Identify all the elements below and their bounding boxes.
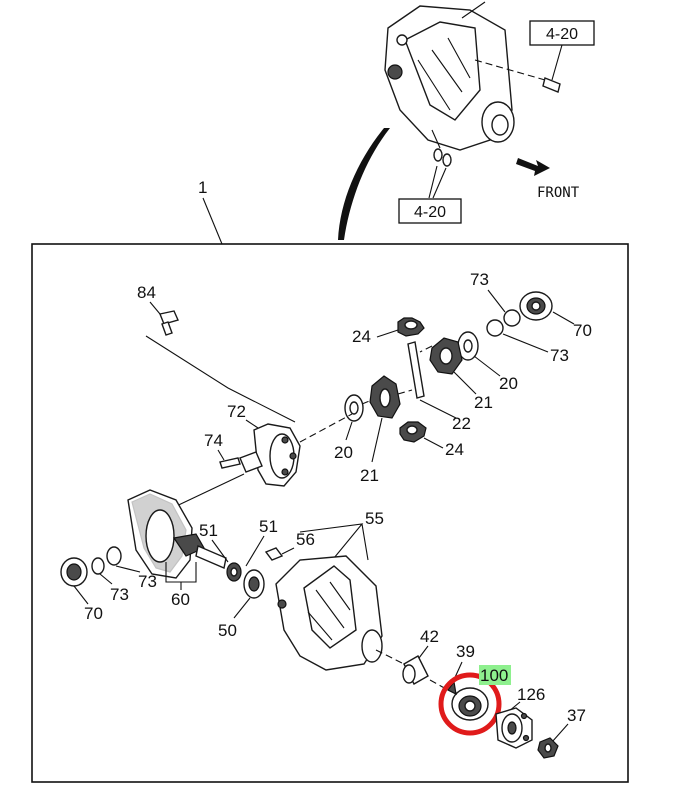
callout-51-left: 51 [199, 521, 218, 540]
callout-70-left: 70 [84, 604, 103, 623]
part-21-side-gear-middle [369, 375, 401, 419]
callout-73-left-upper: 73 [138, 572, 157, 591]
highlight-circle [438, 672, 502, 736]
front-label: FRONT [537, 185, 580, 201]
callout-22: 22 [452, 414, 471, 433]
part-73-shim-left-inner [106, 546, 122, 566]
callout-72: 72 [227, 402, 246, 421]
callout-24-top: 24 [352, 327, 371, 346]
part-56-bolt [264, 547, 284, 561]
callout-56: 56 [296, 530, 315, 549]
ref-box-4-20-bottom: 4-20 [398, 198, 462, 224]
ref-label-4-20-top: 4-20 [546, 26, 578, 43]
part-73-shim-left-outer [91, 557, 105, 575]
differential-assembly-overview [384, 1, 561, 151]
callout-126: 126 [517, 685, 545, 704]
callout-21-right: 21 [474, 393, 493, 412]
callout-70-top-right: 70 [573, 321, 592, 340]
part-51-collar [226, 562, 242, 582]
callout-51-right: 51 [259, 517, 278, 536]
part-20-thrust-washer-middle [344, 394, 364, 422]
callout-73-left-lower: 73 [110, 585, 129, 604]
part-37-flange-nut [537, 737, 559, 759]
part-55-carrier-housing [275, 555, 383, 671]
part-126-companion-flange [495, 707, 533, 749]
callout-20-right: 20 [499, 374, 518, 393]
part-42-sleeve [402, 655, 429, 685]
part-70-bearing-left [60, 557, 88, 587]
part-24-pinion-gear-bottom [399, 421, 427, 443]
callout-50: 50 [218, 621, 237, 640]
callout-55: 55 [365, 509, 384, 528]
part-72-differential-case [239, 423, 301, 487]
callout-24-bottom: 24 [445, 440, 464, 459]
part-20-thrust-washer-right [457, 331, 479, 361]
callout-73-right: 73 [550, 346, 569, 365]
part-70-bearing-right [519, 291, 553, 321]
callout-39: 39 [456, 642, 475, 661]
exploded-view-frame [31, 243, 629, 783]
part-39-oil-seal [447, 680, 489, 721]
part-73-shim-top [503, 309, 521, 327]
front-arrow-icon [516, 158, 550, 176]
ref-box-4-20-top: 4-20 [529, 20, 595, 46]
part-74-lock-pin [219, 457, 241, 469]
part-22-cross-shaft [407, 341, 425, 399]
part-84-bolt [159, 310, 179, 336]
callout-100: 100 [480, 666, 508, 685]
part-50-bearing [243, 569, 265, 599]
part-24-pinion-gear-top [397, 317, 425, 337]
callout-60: 60 [171, 590, 190, 609]
small-fastener-pair [433, 148, 452, 167]
callout-73-top-right: 73 [470, 270, 489, 289]
callout-42: 42 [420, 627, 439, 646]
part-21-side-gear-right [429, 337, 463, 375]
part-73-shim-right [486, 319, 504, 337]
highlight-label-background [479, 665, 511, 685]
callout-84: 84 [137, 283, 156, 302]
curved-transition-arrow [338, 128, 390, 240]
callout-74: 74 [204, 431, 223, 450]
part-60-ring-and-pinion [127, 489, 227, 579]
callout-21-middle: 21 [360, 466, 379, 485]
ref-label-4-20-bottom: 4-20 [414, 204, 446, 221]
callout-1: 1 [198, 178, 207, 197]
callout-20-middle: 20 [334, 443, 353, 462]
callout-37: 37 [567, 706, 586, 725]
